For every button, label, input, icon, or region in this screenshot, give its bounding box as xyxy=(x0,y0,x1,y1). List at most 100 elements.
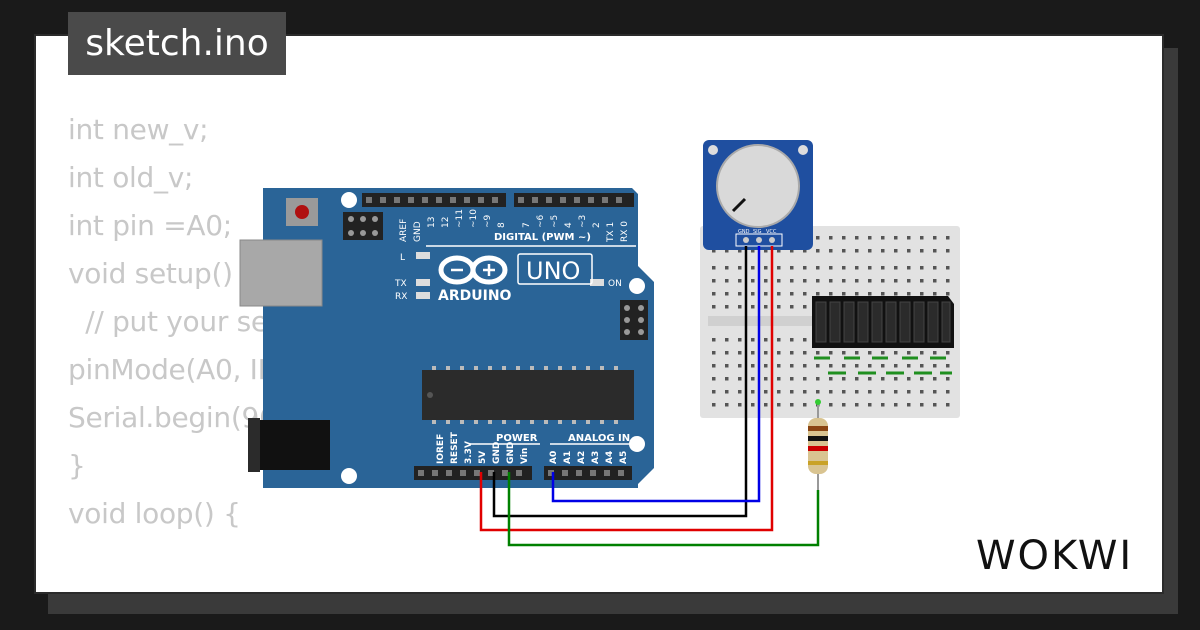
code-line: int pin =A0; xyxy=(68,209,232,242)
pin-label: SIG xyxy=(753,229,762,235)
code-line: int new_v; xyxy=(68,113,209,146)
code-line: void loop() { xyxy=(68,497,241,530)
wire-blue-a0 xyxy=(551,296,761,503)
brand-label: ARDUINO xyxy=(438,288,512,304)
wokwi-logo: WOKWI xyxy=(976,533,1133,579)
resistor-band xyxy=(808,436,828,441)
pin-label: GND xyxy=(492,442,502,464)
chip-legs xyxy=(432,366,618,424)
analog-section-label: ANALOG IN xyxy=(568,433,630,444)
mount-hole xyxy=(341,192,357,208)
pin-label: GND xyxy=(413,221,423,242)
digital-section-label: DIGITAL (PWM ~) xyxy=(494,232,591,243)
wire-red-5v xyxy=(479,296,774,532)
pin-label: ~3 xyxy=(578,215,588,228)
usb-port xyxy=(239,239,323,307)
led-bar-segments xyxy=(815,301,951,343)
resistor-end xyxy=(815,399,821,405)
atmega-chip xyxy=(422,370,634,420)
resistor-band xyxy=(808,446,828,451)
svg-text:TX: TX xyxy=(394,279,407,289)
pin-label: ~10 xyxy=(469,209,479,228)
code-line: void setup() { xyxy=(68,257,259,290)
pin-label: GND xyxy=(506,442,516,464)
pot-pin-labels: GND SIG VCC xyxy=(738,229,777,235)
digital-header-pins xyxy=(366,197,622,203)
logo-symbols xyxy=(451,264,495,276)
pot-pins xyxy=(743,237,775,243)
digital-header-left xyxy=(362,193,506,207)
analog-pin-labels: A0 A1 A2 A3 A4 A5 xyxy=(549,451,629,464)
wire-green-gnd xyxy=(507,472,820,547)
mount-hole xyxy=(629,436,645,452)
brand-wordmark: WOKWI xyxy=(976,533,1133,579)
pin-label: 12 xyxy=(441,217,451,228)
pin-label: RESET xyxy=(450,431,460,464)
bottom-header-pins xyxy=(418,470,624,476)
icsp-header-right xyxy=(620,300,648,340)
pin-label: A0 xyxy=(549,451,559,464)
onboard-led-on: ON xyxy=(590,279,622,289)
pin-label: VCC xyxy=(766,229,777,235)
led-bar-graph[interactable] xyxy=(812,296,954,375)
onboard-led-rx: RX xyxy=(395,292,430,302)
power-header xyxy=(414,466,532,480)
arduino-uno-board[interactable]: AREF GND 13 12 ~11 ~10 ~9 8 7 ~6 ~5 4 ~3… xyxy=(239,188,654,488)
filename-tab: sketch.ino xyxy=(68,12,286,75)
arduino-logo-icon xyxy=(438,255,508,285)
pin-label: 8 xyxy=(497,222,507,228)
svg-text:L: L xyxy=(400,253,405,263)
power-jack-lip xyxy=(248,418,260,472)
power-pin-labels: IOREF RESET 3.3V 5V GND GND Vin xyxy=(436,431,530,464)
uno-badge xyxy=(517,253,593,285)
pin-label: 3.3V xyxy=(464,441,474,464)
pin-label: A5 xyxy=(619,451,629,464)
pin-label: A4 xyxy=(605,451,615,464)
pin-label: A3 xyxy=(591,451,601,464)
wires xyxy=(479,246,820,547)
icsp-header-top xyxy=(343,212,383,240)
svg-text:ON: ON xyxy=(608,279,622,289)
power-jack xyxy=(248,420,330,470)
reset-button-cap[interactable] xyxy=(295,205,309,219)
pin-label: ~11 xyxy=(455,209,465,228)
mount-hole xyxy=(629,278,645,294)
onboard-led-tx: TX xyxy=(394,279,430,289)
svg-text:RX: RX xyxy=(395,292,407,302)
code-line: } xyxy=(68,449,86,482)
model-label: UNO xyxy=(526,257,580,285)
pin-label: TX 1 xyxy=(606,222,616,243)
led-bar-jumpers xyxy=(814,356,952,375)
pin-label: 4 xyxy=(564,222,574,228)
pot-knob[interactable] xyxy=(716,144,800,228)
power-section-label: POWER xyxy=(496,433,538,444)
resistor-band xyxy=(808,426,828,431)
pin-label: ~9 xyxy=(483,214,493,228)
mount-hole xyxy=(708,145,718,155)
pin-label: Vin xyxy=(520,448,530,464)
pin-label: RX 0 xyxy=(620,221,630,242)
pot-knob-indicator xyxy=(731,197,747,213)
pin-label: GND xyxy=(738,229,750,235)
resistor[interactable] xyxy=(808,399,828,490)
pin-label: AREF xyxy=(399,219,409,242)
pin-label: 13 xyxy=(427,217,437,228)
mount-hole xyxy=(798,145,808,155)
pin-label: A1 xyxy=(563,451,573,464)
pin-label: 2 xyxy=(592,222,602,228)
chip-notch xyxy=(427,392,433,398)
pin-label: A2 xyxy=(577,451,587,464)
code-line: int old_v; xyxy=(68,161,194,194)
pin-label: IOREF xyxy=(436,434,446,464)
digital-pin-labels: AREF GND 13 12 ~11 ~10 ~9 8 7 ~6 ~5 4 ~3… xyxy=(399,209,630,243)
pin-label: 7 xyxy=(522,222,532,228)
potentiometer[interactable]: GND SIG VCC xyxy=(703,140,813,250)
onboard-led-l: L xyxy=(400,252,430,263)
pin-label: ~5 xyxy=(550,215,560,228)
analog-header xyxy=(544,466,632,480)
wire-black-gnd xyxy=(492,296,748,518)
resistor-band xyxy=(808,461,828,465)
mount-hole xyxy=(341,468,357,484)
pin-label: ~6 xyxy=(536,214,546,228)
